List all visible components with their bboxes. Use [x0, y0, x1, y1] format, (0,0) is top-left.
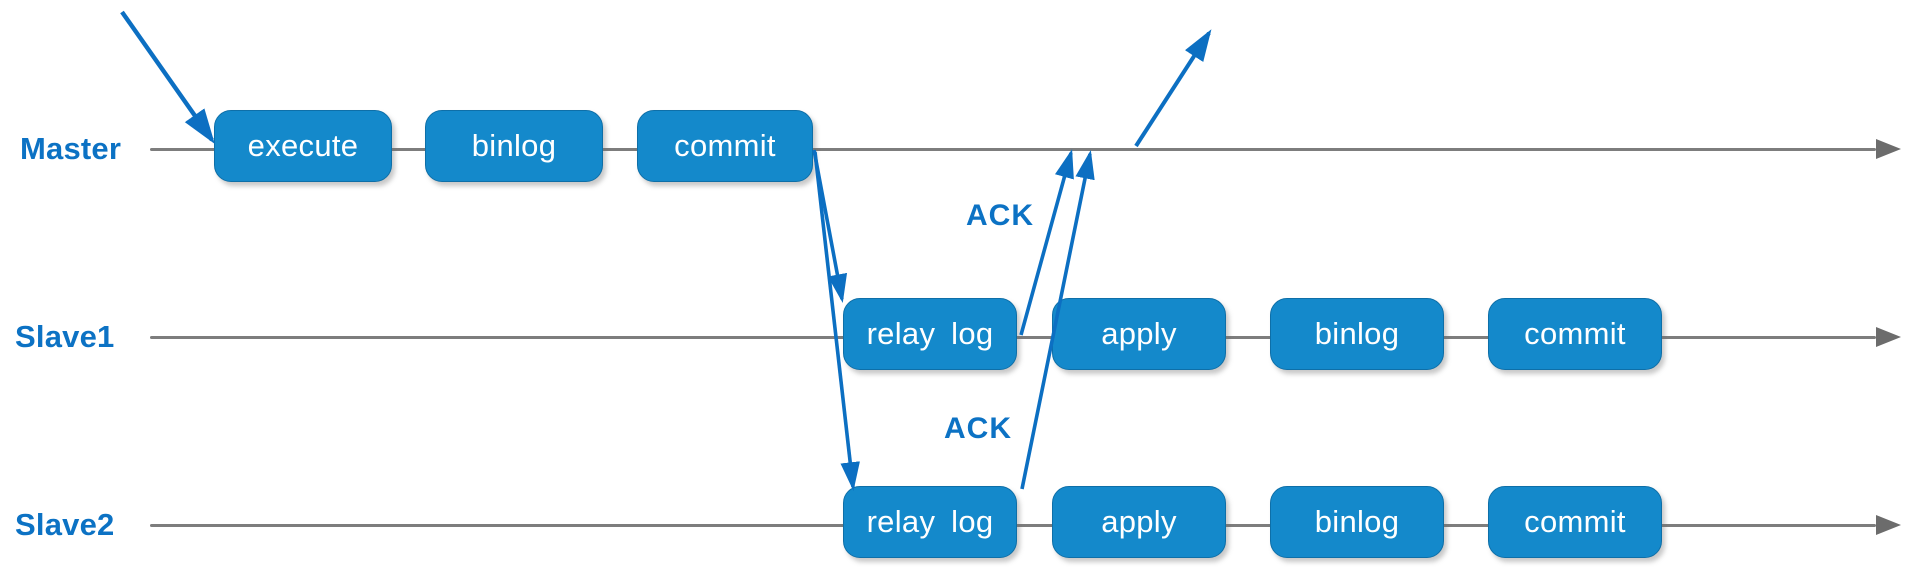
node-slave2-apply: apply	[1052, 486, 1226, 558]
node-slave2-relay-log: relay log	[843, 486, 1017, 558]
arrow-client-request-in	[120, 10, 215, 145]
timeline-master	[150, 147, 1876, 151]
lane-label-master: Master	[20, 131, 122, 166]
timeline-arrowhead-slave2	[1876, 515, 1901, 535]
arrow-master-continue-out	[1134, 29, 1212, 148]
lane-label-slave1: Slave1	[15, 319, 115, 354]
node-slave2-binlog: binlog	[1270, 486, 1444, 558]
arrow-commit-to-slave1-relay	[812, 149, 848, 303]
timeline-arrowhead-slave1	[1876, 327, 1901, 347]
ack-label-2: ACK	[944, 412, 1012, 445]
timeline-arrowhead-master	[1876, 139, 1901, 159]
node-slave1-binlog: binlog	[1270, 298, 1444, 370]
node-master-execute: execute	[214, 110, 392, 182]
node-master-commit: commit	[637, 110, 813, 182]
node-slave1-apply: apply	[1052, 298, 1226, 370]
ack-label-1: ACK	[966, 199, 1034, 232]
node-master-binlog: binlog	[425, 110, 603, 182]
node-slave1-commit: commit	[1488, 298, 1662, 370]
lane-label-slave2: Slave2	[15, 507, 115, 542]
node-slave1-relay-log: relay log	[843, 298, 1017, 370]
node-slave2-commit: commit	[1488, 486, 1662, 558]
